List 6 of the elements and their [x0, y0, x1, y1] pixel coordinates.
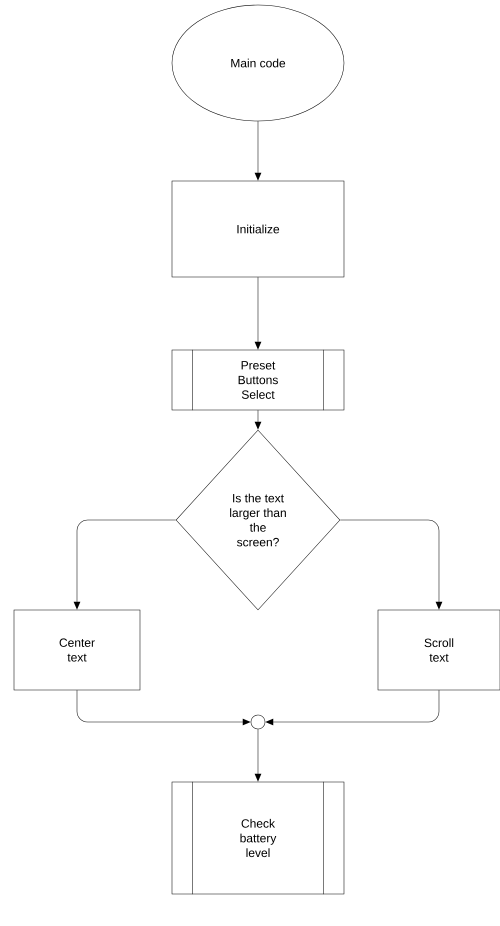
process-box: Scroll text — [378, 610, 500, 690]
process-box: Initialize — [172, 180, 344, 278]
process-box: Center text — [14, 610, 140, 690]
junction-circle — [250, 714, 266, 730]
subprocess-box: Preset Buttons Select — [172, 349, 344, 411]
subprocess-box: Check battery level — [172, 781, 344, 895]
